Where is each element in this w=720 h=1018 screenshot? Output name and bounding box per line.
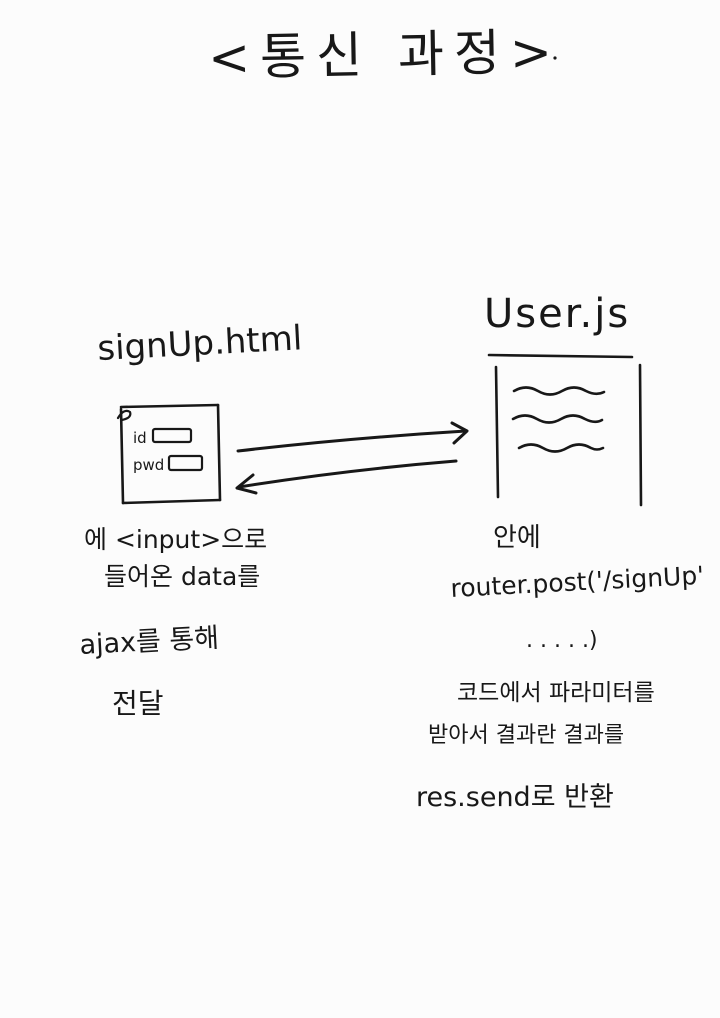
client-note-line-3: ajax를 통해 bbox=[79, 623, 220, 661]
client-note-line-4: 전달 bbox=[112, 687, 164, 720]
id-input-box bbox=[151, 427, 193, 444]
title-dot bbox=[553, 56, 557, 60]
pwd-input-box bbox=[167, 454, 204, 472]
pwd-field-label: pwd bbox=[133, 456, 164, 474]
server-note-line-2: router.post('/signUp' bbox=[450, 561, 705, 603]
client-note-line-1: 에 <input>으로 bbox=[84, 525, 267, 554]
server-note-line-4: 코드에서 파라미터를 bbox=[457, 680, 655, 706]
server-note-line-5: 받아서 결과란 결과를 bbox=[428, 723, 624, 748]
client-note-line-2: 들어온 data를 bbox=[104, 562, 260, 591]
diagram-title: <통신 과정> bbox=[208, 23, 563, 87]
client-filename: signUp.html bbox=[96, 318, 303, 369]
server-filename: User.js bbox=[484, 291, 630, 337]
id-field-label: id bbox=[133, 429, 147, 447]
request-arrow bbox=[236, 421, 469, 453]
server-code-squiggles bbox=[511, 386, 606, 453]
server-page-box bbox=[487, 353, 643, 507]
server-note-line-6: res.send로 반환 bbox=[416, 782, 614, 813]
client-page-box bbox=[116, 403, 222, 505]
response-arrow bbox=[235, 459, 458, 495]
server-note-line-3: . . . . .) bbox=[526, 628, 598, 653]
server-note-line-1: 안에 bbox=[493, 523, 541, 553]
